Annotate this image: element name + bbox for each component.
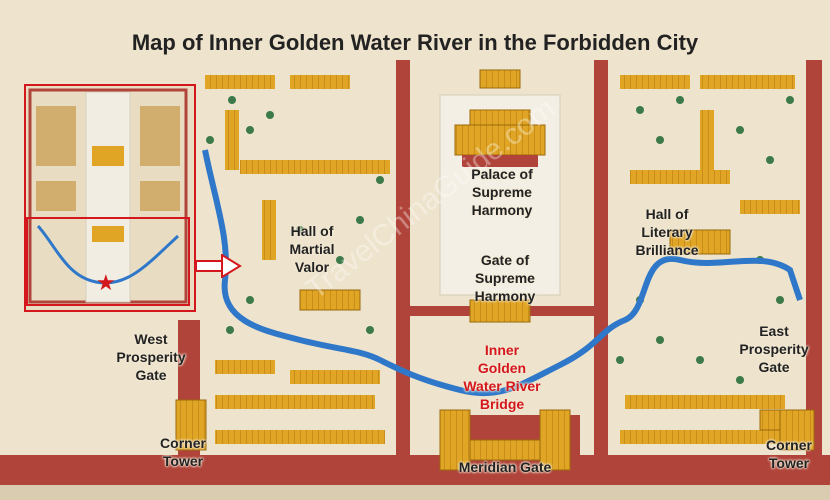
inner-golden-water-river bbox=[202, 149, 803, 397]
right-arrow-icon bbox=[196, 254, 242, 278]
east-wall bbox=[806, 60, 822, 460]
inset-highlight-box bbox=[26, 217, 190, 306]
south-moat-edge bbox=[0, 485, 830, 500]
central-wall-east bbox=[594, 60, 608, 460]
inset-map-drawing bbox=[28, 88, 188, 304]
palace-roof bbox=[454, 124, 546, 156]
south-wall bbox=[0, 455, 830, 485]
central-wall-west bbox=[396, 60, 410, 460]
red-star-icon: ★ bbox=[96, 270, 116, 295]
label-meridian-gate: Meridian Gate bbox=[458, 459, 552, 475]
map-title: Map of Inner Golden Water River in the F… bbox=[131, 30, 699, 55]
gate-roof bbox=[469, 299, 531, 323]
corner-tower-east bbox=[779, 409, 815, 451]
inset-map: ★ bbox=[24, 84, 196, 312]
corner-tower-west bbox=[175, 399, 207, 451]
